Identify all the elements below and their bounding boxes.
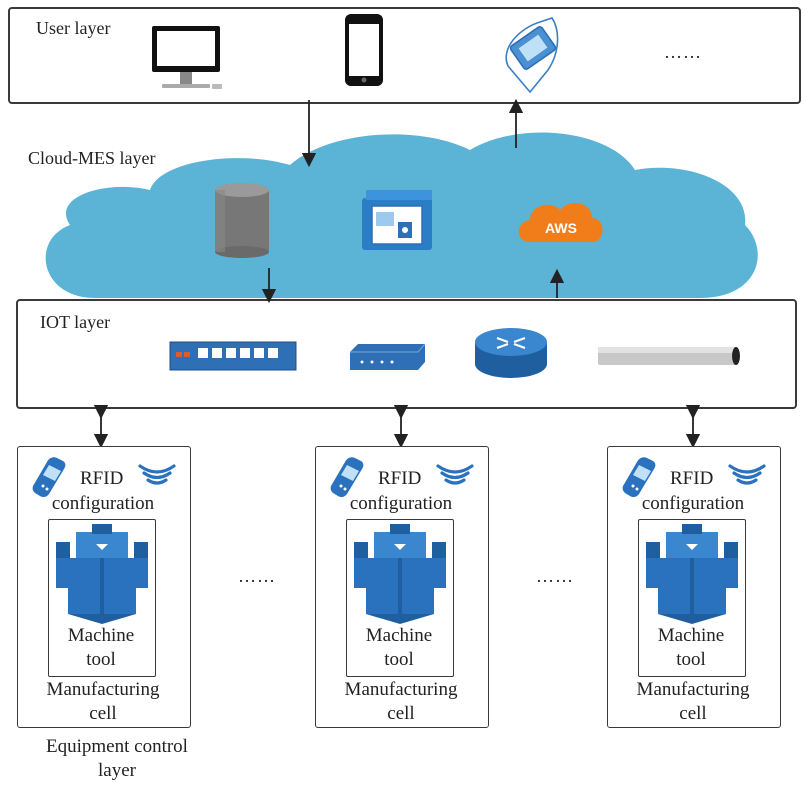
- rfid-reader-icon-3: [622, 457, 656, 498]
- equipment-control-layer-label-line-1: Equipment control: [46, 736, 188, 757]
- machine-tool-box-2: [346, 519, 454, 677]
- user-layer-ellipsis: ……: [664, 42, 702, 62]
- cell-label-1: cell: [89, 703, 117, 724]
- iot-layer-label: IOT layer: [40, 312, 111, 332]
- cell-ellipsis-2: ……: [536, 566, 574, 586]
- tool-label-3: tool: [676, 649, 706, 670]
- rfid-reader-icon-2: [330, 457, 364, 498]
- aws-cloud-icon: [518, 203, 603, 242]
- cell-label-2: cell: [387, 703, 415, 724]
- configuration-label-2: configuration: [349, 493, 453, 514]
- machine-tool-icon-1: [56, 524, 148, 624]
- wireless-signal-icon-1: [138, 464, 176, 485]
- database-cylinder-icon: [215, 183, 269, 258]
- handheld-tablet-icon: [505, 17, 559, 94]
- machine-tool-box-3: [638, 519, 746, 677]
- cloud-mes-layer-label: Cloud-MES layer: [28, 148, 156, 168]
- machine-label-1: Machine: [67, 625, 135, 646]
- tool-label-1: tool: [86, 649, 116, 670]
- rfid-label-3: RFID: [670, 468, 714, 489]
- manufacturing-label-2: Manufacturing: [344, 679, 458, 700]
- machine-tool-icon-2: [354, 524, 446, 624]
- user-layer-label: User layer: [36, 18, 111, 38]
- rfid-label-1: RFID: [80, 468, 124, 489]
- machine-tool-box-1: [48, 519, 156, 677]
- manufacturing-label-3: Manufacturing: [636, 679, 750, 700]
- machine-label-3: Machine: [657, 625, 725, 646]
- machine-tool-icon-3: [646, 524, 738, 624]
- manufacturing-label-1: Manufacturing: [46, 679, 160, 700]
- rfid-label-2: RFID: [378, 468, 422, 489]
- hub-icon: [350, 343, 426, 370]
- smartphone-icon: [345, 14, 383, 86]
- server-panel-icon: [362, 190, 432, 250]
- user-layer-box: [8, 7, 801, 104]
- desktop-monitor-icon: [152, 26, 222, 89]
- cell-label-3: cell: [679, 703, 707, 724]
- configuration-label-1: configuration: [51, 493, 155, 514]
- cell-ellipsis-1: ……: [238, 566, 276, 586]
- network-switch-icon: [169, 341, 297, 371]
- cable-tube-icon: [598, 347, 740, 365]
- wireless-signal-icon-2: [436, 464, 474, 485]
- rfid-reader-icon-1: [32, 457, 66, 498]
- router-icon: [475, 328, 547, 378]
- machine-label-2: Machine: [365, 625, 433, 646]
- equipment-control-layer-label-line-2: layer: [98, 760, 136, 781]
- configuration-label-3: configuration: [641, 493, 745, 514]
- aws-label: AWS: [545, 220, 577, 236]
- tool-label-2: tool: [384, 649, 414, 670]
- wireless-signal-icon-3: [728, 464, 766, 485]
